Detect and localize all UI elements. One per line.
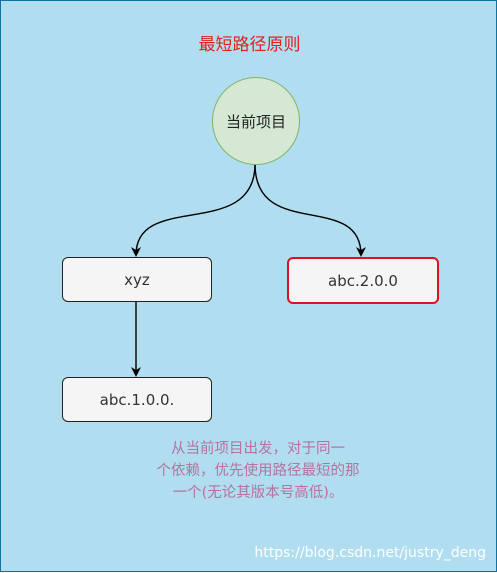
node-abc-1-label: abc.1.0.0. [99, 390, 175, 409]
node-abc-2-label: abc.2.0.0 [328, 271, 398, 290]
diagram-title: 最短路径原则 [198, 35, 301, 55]
node-xyz-label: xyz [124, 270, 150, 289]
explanation-note: 从当前项目出发，对于同一 个依赖，优先使用路径最短的那 一个(无论其版本号高低)… [127, 438, 389, 504]
note-line-3: 一个(无论其版本号高低)。 [172, 485, 344, 501]
note-line-1: 从当前项目出发，对于同一 [171, 441, 345, 457]
watermark: https://blog.csdn.net/justry_deng [254, 545, 486, 561]
edge-root-to-xyz [131, 163, 256, 257]
node-current-project-label: 当前项目 [225, 112, 286, 131]
node-xyz: xyz [62, 257, 212, 302]
edge-root-to-abc2 [254, 163, 366, 257]
node-abc-1: abc.1.0.0. [62, 377, 212, 422]
note-line-2: 个依赖，优先使用路径最短的那 [156, 463, 360, 479]
node-abc-2: abc.2.0.0 [287, 257, 439, 304]
node-current-project: 当前项目 [212, 77, 300, 165]
